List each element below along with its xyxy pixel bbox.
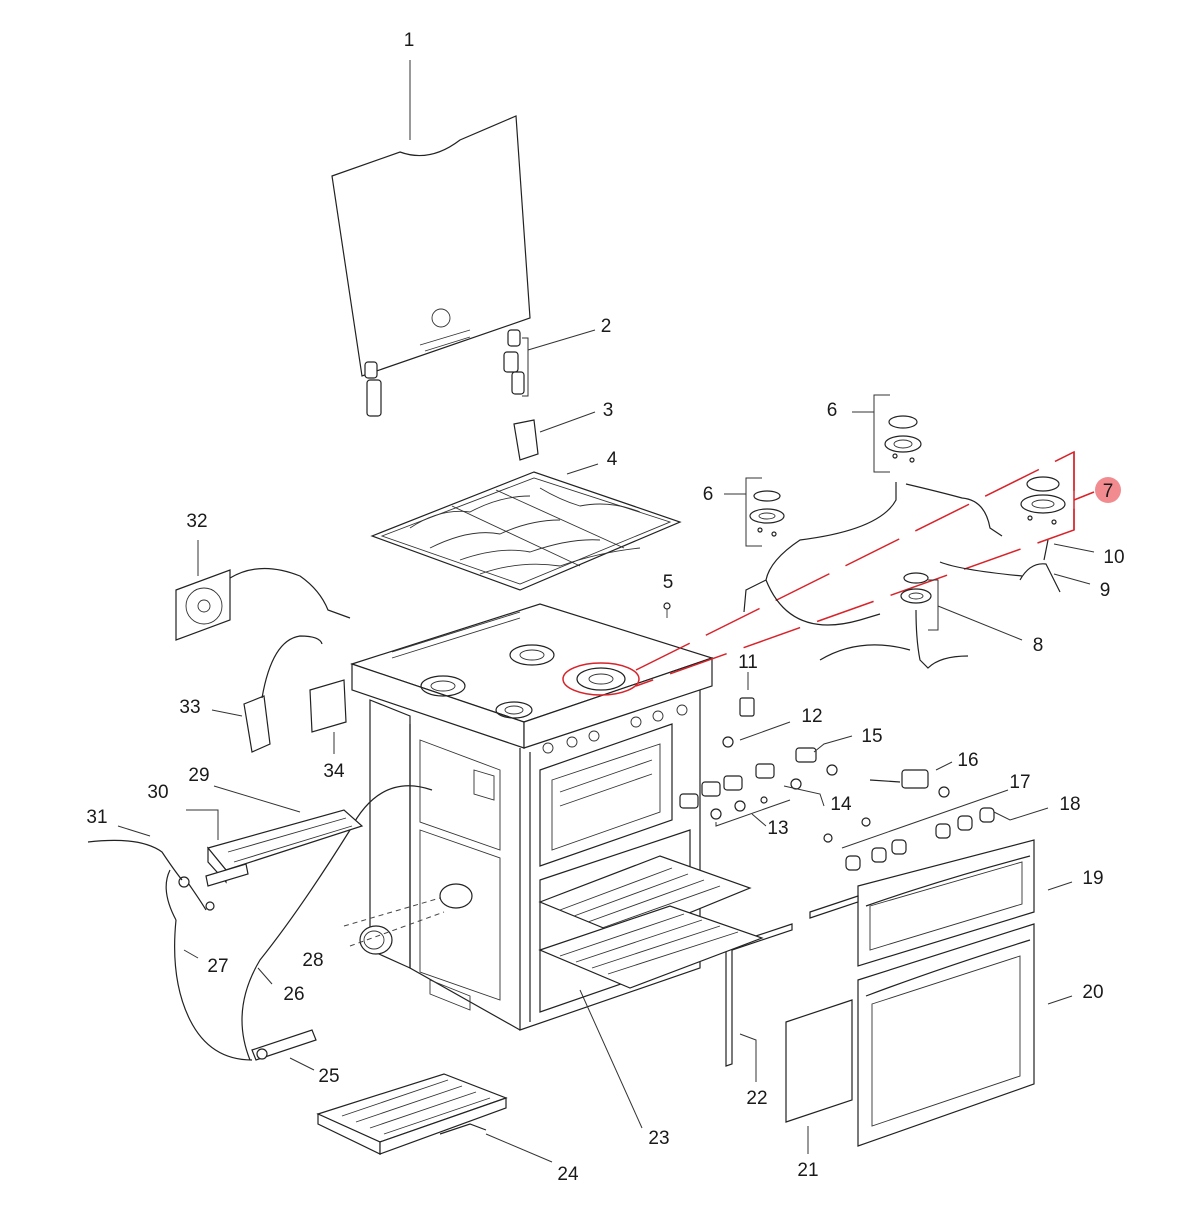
label-12: 12 — [801, 706, 822, 727]
part-switch — [739, 672, 755, 717]
part-fan — [175, 540, 351, 641]
part-burner-7 — [1020, 476, 1066, 525]
label-31: 31 — [86, 807, 107, 828]
label-15: 15 — [861, 726, 882, 747]
gas-pipes — [743, 482, 1095, 669]
part-34-switch-block — [309, 679, 347, 754]
label-18: 18 — [1059, 794, 1080, 815]
part-screw — [663, 602, 671, 618]
label-34: 34 — [323, 761, 345, 782]
label-26: 26 — [283, 984, 304, 1005]
label-32: 32 — [186, 511, 207, 532]
label-7: 7 — [1103, 481, 1114, 502]
part-burner-6-upper — [852, 394, 922, 473]
label-6-lower: 6 — [703, 484, 714, 505]
label-21: 21 — [797, 1160, 818, 1181]
label-13: 13 — [767, 818, 788, 839]
label-24: 24 — [557, 1164, 579, 1185]
label-19: 19 — [1082, 868, 1103, 889]
label-6-upper: 6 — [827, 400, 838, 421]
label-16: 16 — [957, 750, 978, 771]
label-28: 28 — [302, 950, 323, 971]
part-hinges — [364, 329, 596, 417]
label-20: 20 — [1082, 982, 1103, 1003]
part-valves — [679, 721, 953, 827]
label-22: 22 — [746, 1088, 767, 1109]
label-10: 10 — [1103, 547, 1124, 568]
label-30: 30 — [147, 782, 168, 803]
label-1: 1 — [404, 30, 415, 51]
label-23: 23 — [648, 1128, 669, 1149]
part-burner-8 — [900, 572, 1023, 641]
part-oven-shelves — [538, 855, 764, 1129]
label-27: 27 — [207, 956, 228, 977]
label-8: 8 — [1033, 635, 1044, 656]
label-2: 2 — [601, 316, 612, 337]
part-28-cover — [343, 897, 445, 955]
part-bracket — [513, 411, 596, 461]
part-grill-burner — [87, 785, 364, 921]
label-5: 5 — [663, 572, 674, 593]
label-14: 14 — [830, 794, 852, 815]
label-17: 17 — [1009, 772, 1030, 793]
part-door-glass — [785, 999, 853, 1154]
highlight-badge — [1095, 477, 1121, 503]
part-burner-6-lower — [724, 477, 785, 547]
part-lid — [331, 60, 531, 377]
cooker-body — [350, 603, 714, 1031]
label-33: 33 — [179, 697, 200, 718]
label-3: 3 — [603, 400, 614, 421]
part-pan-supports — [370, 463, 682, 591]
part-grill-element — [251, 1029, 317, 1071]
label-29: 29 — [188, 765, 209, 786]
part-labels: 1 2 3 4 5 6 6 7 8 9 10 11 12 13 14 15 16… — [86, 30, 1124, 1185]
label-25: 25 — [318, 1066, 339, 1087]
highlight-burner-7 — [562, 450, 1095, 696]
label-9: 9 — [1100, 580, 1111, 601]
label-4: 4 — [607, 449, 618, 470]
part-33-igniter — [211, 635, 323, 753]
part-grill-pan — [316, 1073, 553, 1163]
label-11: 11 — [738, 652, 758, 673]
part-doors — [857, 839, 1073, 1147]
part-knobs — [823, 789, 1049, 871]
